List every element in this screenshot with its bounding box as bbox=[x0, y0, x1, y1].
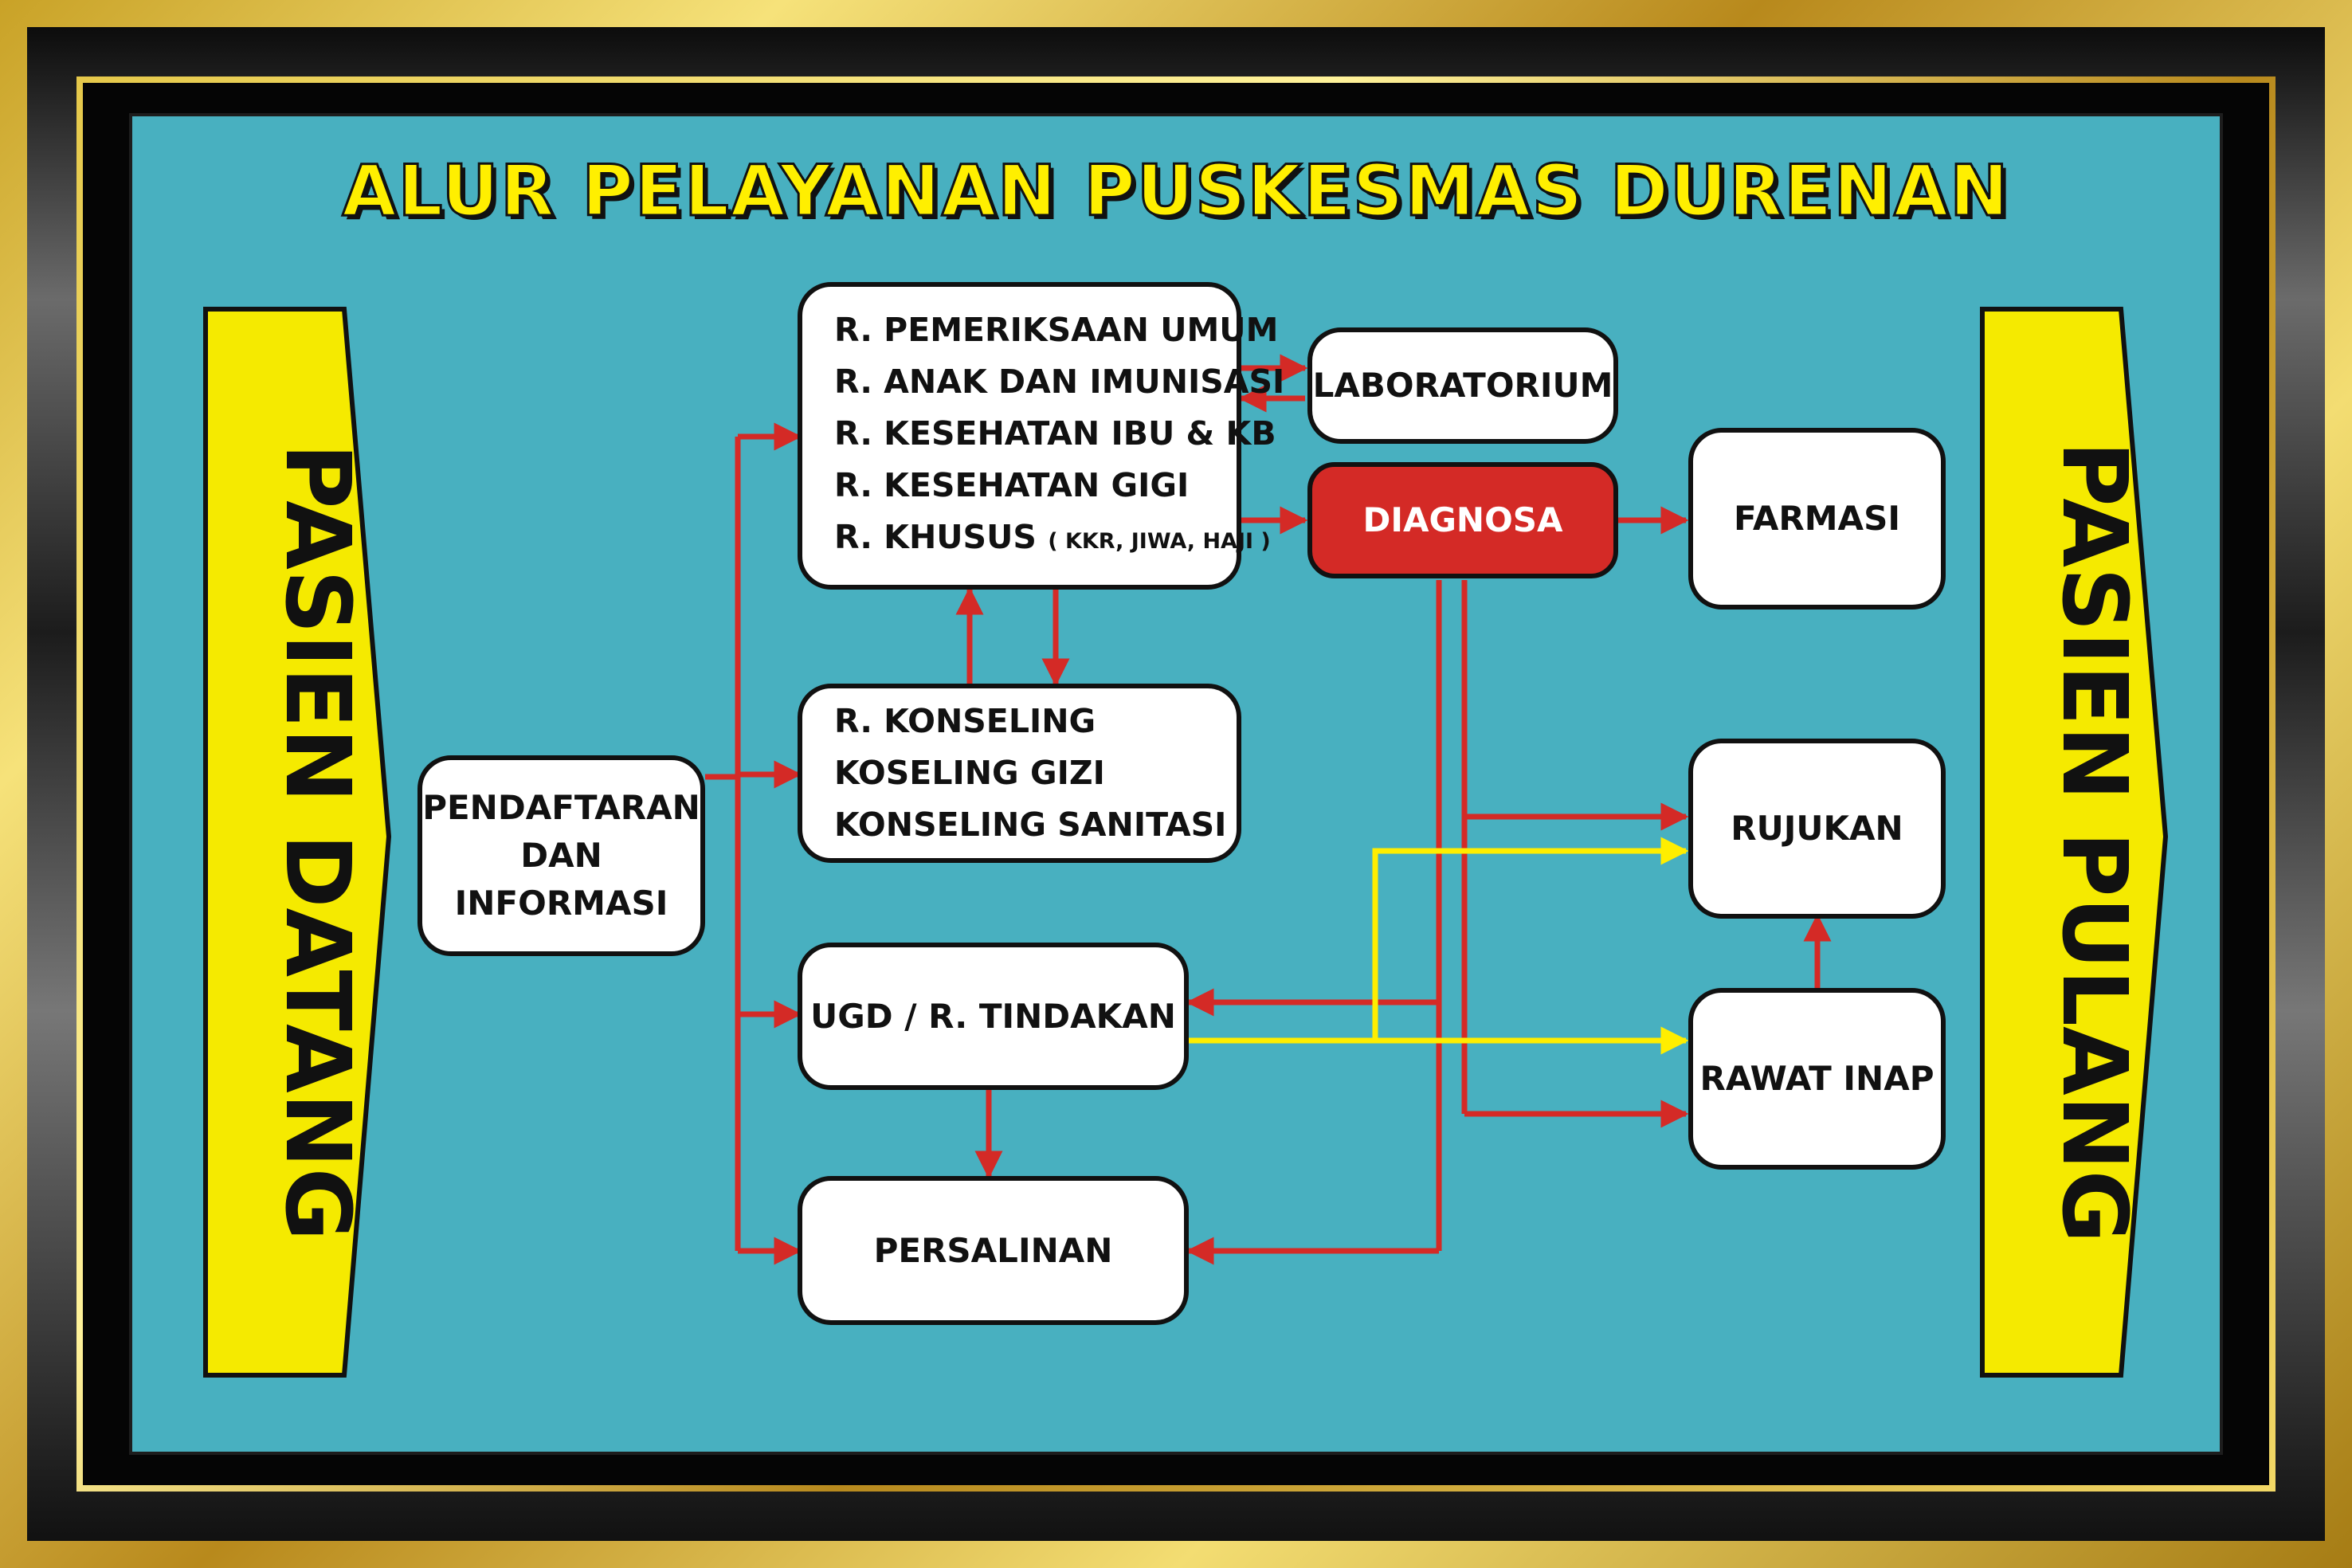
node-pemeriksaan-khusus-detail: ( KKR, JIWA, HAJI ) bbox=[1048, 529, 1271, 554]
node-laboratorium: LABORATORIUM bbox=[1307, 327, 1618, 444]
node-persalinan-label: PERSALINAN bbox=[873, 1230, 1113, 1270]
node-pemeriksaan-line-2: R. ANAK DAN IMUNISASI bbox=[834, 363, 1285, 401]
node-konseling-line-2: KOSELING GIZI bbox=[834, 754, 1105, 792]
side-banner-left-label: PASIEN DATANG bbox=[265, 443, 369, 1241]
side-banner-right-label: PASIEN PULANG bbox=[2042, 441, 2146, 1244]
node-rawat-inap-label: RAWAT INAP bbox=[1699, 1059, 1935, 1098]
node-rujukan: RUJUKAN bbox=[1688, 739, 1946, 919]
node-pemeriksaan-khusus: R. KHUSUS bbox=[834, 518, 1037, 556]
node-diagnosa-label: DIAGNOSA bbox=[1362, 500, 1563, 539]
node-laboratorium-label: LABORATORIUM bbox=[1312, 366, 1613, 405]
node-pendaftaran: PENDAFTARAN DAN INFORMASI bbox=[417, 755, 705, 956]
node-ugd: UGD / R. TINDAKAN bbox=[798, 943, 1189, 1090]
node-farmasi: FARMASI bbox=[1688, 428, 1946, 610]
node-konseling-line-3: KONSELING SANITASI bbox=[834, 806, 1227, 844]
node-rujukan-label: RUJUKAN bbox=[1731, 809, 1903, 848]
node-pemeriksaan-line-4: R. KESEHATAN GIGI bbox=[834, 466, 1190, 504]
node-pendaftaran-line-3: INFORMASI bbox=[454, 884, 668, 923]
node-pendaftaran-line-1: PENDAFTARAN bbox=[422, 788, 700, 827]
node-rawat-inap: RAWAT INAP bbox=[1688, 988, 1946, 1170]
node-diagnosa: DIAGNOSA bbox=[1307, 462, 1618, 578]
node-pendaftaran-line-2: DAN bbox=[520, 836, 602, 875]
node-pemeriksaan-line-5: R. KHUSUS ( KKR, JIWA, HAJI ) bbox=[834, 512, 1271, 567]
node-pemeriksaan: R. PEMERIKSAAN UMUM R. ANAK DAN IMUNISAS… bbox=[798, 282, 1285, 590]
side-banner-left: PASIEN DATANG bbox=[203, 307, 392, 1378]
node-ugd-label: UGD / R. TINDAKAN bbox=[810, 996, 1176, 1036]
node-konseling: R. KONSELING KOSELING GIZI KONSELING SAN… bbox=[798, 684, 1241, 863]
arrow-ugd-to-rujukan bbox=[1372, 837, 1689, 1041]
node-pemeriksaan-line-1: R. PEMERIKSAAN UMUM bbox=[834, 311, 1279, 349]
side-banner-right: PASIEN PULANG bbox=[1980, 307, 2169, 1378]
page-title: ALUR PELAYANAN PUSKESMAS DURENAN bbox=[341, 149, 2010, 233]
node-konseling-line-1: R. KONSELING bbox=[834, 702, 1096, 740]
node-farmasi-label: FARMASI bbox=[1734, 499, 1900, 538]
node-pemeriksaan-line-3: R. KESEHATAN IBU & KB bbox=[834, 414, 1276, 453]
node-persalinan: PERSALINAN bbox=[798, 1176, 1189, 1325]
